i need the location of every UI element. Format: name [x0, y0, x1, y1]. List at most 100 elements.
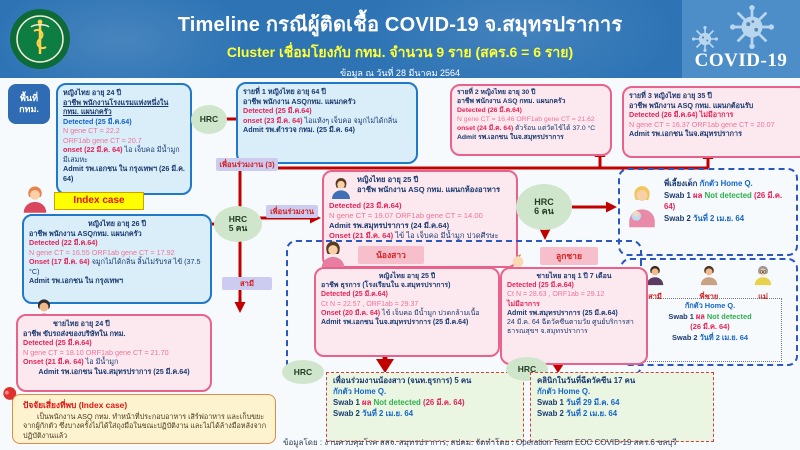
ct-line: N gene CT = 16.46 ORF1ab gene CT = 21.62: [457, 115, 595, 123]
nanny-with-baby-icon: [629, 186, 655, 228]
ct-line: N gene CT = 22.2: [63, 126, 120, 135]
case-title: หญิงไทย อายุ 25 ปี: [357, 175, 419, 184]
ct-line: N gene CT = 16.37 ORF1ab gene CT = 20.07: [629, 119, 775, 129]
detected-date: Detected (26 มี.ค.64): [629, 110, 698, 119]
case-title: หญิงไทย อายุ 24 ปี: [63, 88, 122, 97]
swab1-line: Swab 1 ผล Not detected (26 มี.ค. 64): [333, 398, 517, 409]
bkk-area-badge: พื้นที่ กทม.: [8, 84, 50, 124]
swab1-date: วันที่ 29 มี.ค. 64: [566, 397, 620, 407]
detected-line: Detected (25 มี.ค.64): [321, 291, 388, 299]
swab2-date: วันที่ 2 เม.ย. 64: [693, 214, 745, 224]
covid-side-panel: COVID-19: [682, 0, 800, 78]
ct-line: N gene CT = 18.10 ORF1ab gene CT = 21.70: [23, 347, 169, 357]
swab1-result: Not detected: [373, 397, 421, 407]
case-title: ชายไทย อายุ 1 ปี 7 เดือน: [536, 273, 612, 280]
swab1-date: (26 มี.ค. 64): [664, 190, 783, 212]
family-member-mother: แม่: [752, 264, 774, 303]
swab2-line: Swab 2 วันที่ 2 เม.ย. 64: [664, 213, 792, 225]
swab2-label: Swab 2: [664, 214, 691, 224]
no-symptom-line: ไม่มีอาการ: [507, 300, 540, 308]
case-title: รายที่ 2 หญิงไทย อายุ 30 ปี: [457, 89, 536, 96]
note-title: ปัจจัยเสี่ยงที่พบ (Index case): [23, 400, 128, 410]
quarantine-text: กักตัว Home Q.: [537, 386, 591, 396]
contact-name: พี่เลี้ยงเด็ก: [664, 179, 698, 188]
detected-line: Detected (25 มี.ค.64): [507, 282, 574, 290]
swab1-result: Not detected: [704, 190, 752, 200]
contact-name-line: พี่เลี้ยงเด็ก กักตัว Home Q.: [664, 178, 792, 190]
case-occupation: อาชีพ พนักงาน ASQ กทม. แผนกห้องอาหาร: [357, 185, 501, 195]
page-subtitle: Cluster เชื่อมโยงกับ กทม. จำนวน 9 ราย (ส…: [226, 44, 574, 60]
mother-icon: [754, 265, 772, 286]
admit-line: Admit รพ.เอกชน ในจ.สมุทรปราการ: [457, 133, 564, 141]
onset-date: onset (22 มี.ค. 64): [63, 145, 123, 154]
moph-logo-icon: [10, 9, 70, 69]
admit-line: Admit รพ.เอกชน ในจ.สมุทรปราการ (25 มี.ค.…: [321, 319, 469, 327]
no-symptom-text: ไม่มีอาการ: [699, 110, 734, 119]
onset-line: onset (23 มี.ค. 64) ไอแห้งๆ เจ็บคอ จมูกไ…: [243, 116, 411, 126]
ct-line: N gene CT = 16.55 ORF1ab gene CT = 17.92: [29, 247, 175, 257]
swab2-date: วันที่ 2 เม.ย. 64: [699, 333, 748, 343]
onset-date: Onset (17 มี.ค. 64): [29, 257, 90, 266]
virus-icon-small: [692, 26, 718, 52]
swab1-word: ผล: [695, 311, 705, 321]
ct-line: Ct N = 22.57 , ORF1ab = 29.37: [321, 300, 419, 308]
sister-icon: [321, 241, 345, 268]
onset-date: Onset (21 มี.ค. 64): [23, 357, 84, 366]
onset-date: onset (24 มี.ค. 64): [457, 124, 514, 132]
swab1-result: Not detected: [706, 311, 752, 321]
vaccine-note-line: 24 มี.ค. 64 ฉีดวัคซีนตามวัย ศูนย์บริการส…: [507, 319, 634, 336]
detected-line: Detected (26 มี.ค.64) ไม่มีอาการ: [629, 110, 800, 120]
son-role-label: ลูกชาย: [540, 247, 598, 265]
case-occupation: อาชีพ ธุรการ (โรงเรียนใน จ.สมุทรปราการ): [321, 282, 451, 290]
nanny-text: พี่เลี้ยงเด็ก กักตัว Home Q. Swab 1 ผล N…: [664, 178, 792, 225]
case-occupation: อาชีพ ขับรถส่งของบริษัทใน กทม.: [23, 328, 126, 338]
swab1-line: Swab 1 ผล Not detected: [641, 312, 779, 323]
hrc-badge-6: HRC 6 คน: [516, 184, 572, 230]
family-members-row: สามี พี่ชาย แม่: [628, 264, 790, 303]
case-card-driver: ชายไทย อายุ 24 ปี อาชีพ ขับรถส่งของบริษั…: [16, 314, 212, 392]
symptoms-text: ตัวร้อน แต่วัดไข้ได้ 37.0 °C: [515, 124, 596, 132]
hrc-label: HRC: [199, 114, 219, 125]
swab1-label: Swab 1: [668, 311, 694, 321]
quarantine-text: กักตัว Home Q.: [699, 179, 753, 188]
symptoms-text: ไอแห้งๆ เจ็บคอ จมูกไม่ได้กลิ่น: [304, 115, 398, 125]
detected-line: Detected (23 มี.ค.64): [329, 201, 402, 210]
case-occupation: อาชีพ พนักงาน ASQ กทม. แผนกครัว: [457, 97, 566, 105]
symptoms-text: ไข้ ไอ เจ็บคอ มีน้ำมูก ปวดศีรษะ: [395, 231, 499, 241]
husband-name: สามี: [648, 292, 662, 301]
symptoms-text: ไอ เจ็บคอ มีน้ำมูก มีเสมหะ: [63, 145, 180, 164]
swab1-line: Swab 1 วันที่ 29 มี.ค. 64: [537, 398, 707, 409]
swab2-line: Swab 2 วันที่ 2 เม.ย. 64: [537, 409, 707, 420]
hrc-badge-5: HRC 5 คน: [214, 206, 262, 242]
header-banner: Timeline กรณีผู้ติดเชื้อ COVID-19 จ.สมุท…: [0, 0, 800, 78]
brother-icon: [700, 265, 718, 286]
detected-line: Detected (25 มี.ค.64): [63, 116, 132, 126]
case-card-hotel-worker: หญิงไทย อายุ 24 ปี อาชีพ พนักงานโรงแรมแห…: [56, 83, 192, 195]
husband-icon: [646, 265, 664, 286]
onset-line: Onset (20 มี.ค. 64) ไข้ เจ็บคอ มีน้ำมูก …: [321, 309, 493, 318]
case-title: รายที่ 1 หญิงไทย อายุ 64 ปี: [243, 87, 326, 96]
ct-line: N gene CT = 19.07 ORF1ab gene CT = 14.00: [329, 211, 483, 221]
virus-icon-large: [730, 5, 774, 49]
data-as-of-date: ข้อมูล ณ วันที่ 28 มีนาคม 2564: [339, 68, 461, 78]
onset-date: Onset (20 มี.ค. 64): [321, 309, 381, 317]
swab1-label: Swab 1: [333, 397, 360, 407]
brother-name: พี่ชาย: [699, 292, 719, 301]
onset-date: Onset (21 มี.ค. 64): [329, 231, 394, 241]
family-quarantine-note: กักตัว Home Q. Swab 1 ผล Not detected (2…: [638, 298, 782, 362]
admit-line: Admit รพ.สมุทรปราการ (25 มี.ค.64): [507, 309, 618, 317]
swab1-line: Swab 1 ผล Not detected (26 มี.ค. 64): [664, 190, 792, 213]
case-card-2: รายที่ 2 หญิงไทย อายุ 30 ปี อาชีพ พนักงา…: [450, 84, 612, 156]
admit-line: Admit รพ.ตำรวจ กทม. (25 มี.ค. 64): [243, 125, 355, 134]
family-contact-box: สามี พี่ชาย แม่: [620, 258, 798, 366]
swab1-date: (26 มี.ค. 64): [422, 397, 465, 407]
detected-line: Detected (26 มี.ค.64): [457, 106, 522, 114]
sister-role-label: น้องสาว: [358, 246, 424, 264]
detected-line: Detected (25 มี.ค.64): [243, 106, 312, 115]
admit-line: Admit รพ.เอกชน ในจ.สมุทรปราการ: [629, 129, 742, 138]
coworkers-label: เพื่อนร่วมงาน: [266, 205, 318, 219]
swab2-line: Swab 2 วันที่ 2 เม.ย. 64: [333, 409, 517, 420]
detected-line: Detected (25 มี.ค.64): [23, 338, 92, 347]
sister-coworkers-result-box: เพื่อนร่วมงานน้องสาว (จนท.ธุรการ) 5 คน ก…: [326, 372, 524, 442]
swab2-line: Swab 2 วันที่ 2 เม.ย. 64: [641, 333, 779, 344]
